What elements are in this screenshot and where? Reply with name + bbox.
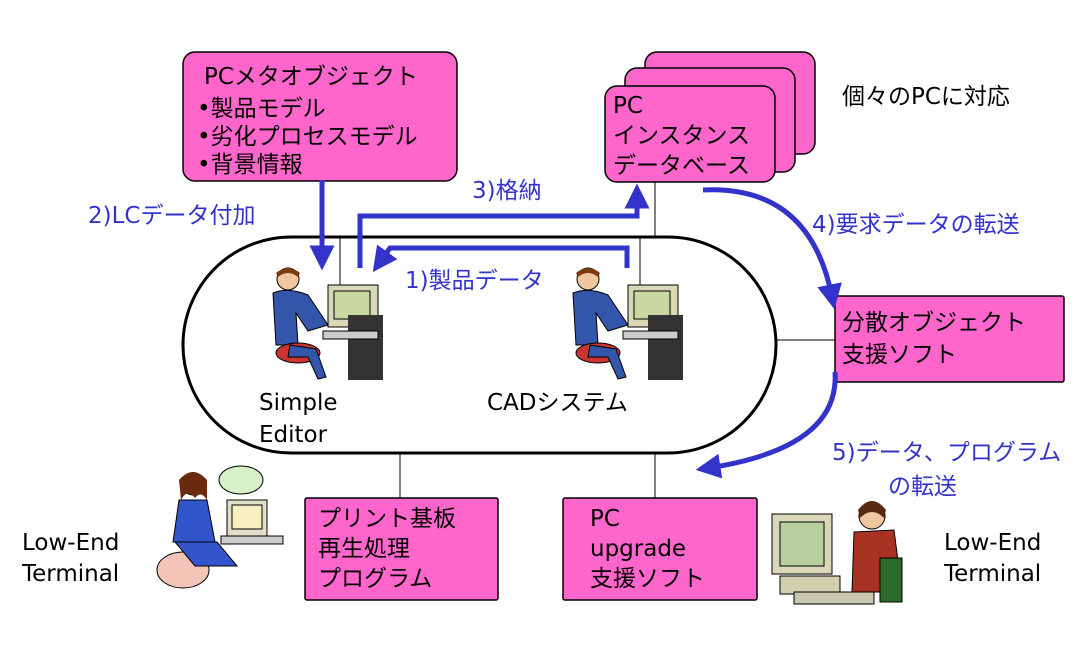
meta-item-product-model: •製品モデル [197, 96, 326, 122]
instance-db-note: 個々のPCに対応 [842, 84, 1010, 110]
terminal-left-label-line1: Low-End [22, 530, 119, 556]
instance-db-stack: PC インスタンス データベース [604, 51, 816, 183]
meta-item-degradation-model: •劣化プロセスモデル [197, 124, 418, 150]
terminal-right-label-line1: Low-End [944, 530, 1041, 556]
print-board-line3: プログラム [318, 566, 432, 592]
cad-workstation-icon [572, 267, 683, 380]
meta-item-background-info: •背景情報 [197, 152, 303, 178]
upgrade-line3: 支援ソフト [590, 566, 705, 592]
distributed-object-line2: 支援ソフト [842, 342, 957, 368]
meta-object-box: PCメタオブジェクト •製品モデル •劣化プロセスモデル •背景情報 [182, 51, 458, 182]
label-data-program-line1: 5)データ、プログラム [832, 440, 1061, 466]
arrow-request-transfer [702, 187, 842, 310]
simple-editor-label-line1: Simple [259, 390, 338, 416]
label-data-program-line2: の転送 [888, 474, 957, 500]
simple-editor-workstation-icon [272, 267, 383, 380]
print-board-line2: 再生処理 [318, 536, 410, 562]
label-product-data: 1)製品データ [405, 268, 544, 294]
label-lc-data-add: 2)LCデータ付加 [88, 203, 255, 229]
simple-editor-label-line2: Editor [259, 422, 328, 448]
instance-db-line1: PC [613, 93, 643, 119]
instance-db-line3: データベース [613, 153, 750, 179]
upgrade-line2: upgrade [590, 536, 686, 562]
arrow-product-data [372, 244, 630, 273]
meta-object-title: PCメタオブジェクト [204, 64, 418, 90]
terminal-left-icon [156, 465, 284, 589]
terminal-right-label-line2: Terminal [943, 561, 1041, 587]
print-board-box: プリント基板 再生処理 プログラム [304, 497, 499, 601]
label-request-transfer: 4)要求データの転送 [812, 212, 1020, 238]
arrow-store [357, 183, 650, 268]
instance-db-line2: インスタンス [613, 123, 750, 149]
cad-system-label: CADシステム [487, 390, 628, 416]
distributed-object-box: 分散オブジェクト 支援ソフト [834, 295, 1065, 383]
distributed-object-line1: 分散オブジェクト [842, 310, 1026, 336]
arrow-data-program-transfer [695, 371, 838, 479]
terminal-left-label-line2: Terminal [21, 561, 119, 587]
label-store: 3)格納 [472, 178, 542, 204]
upgrade-box: PC upgrade 支援ソフト [562, 497, 758, 601]
terminal-right-icon [771, 501, 903, 605]
print-board-line1: プリント基板 [318, 506, 456, 532]
upgrade-line1: PC [590, 506, 620, 532]
